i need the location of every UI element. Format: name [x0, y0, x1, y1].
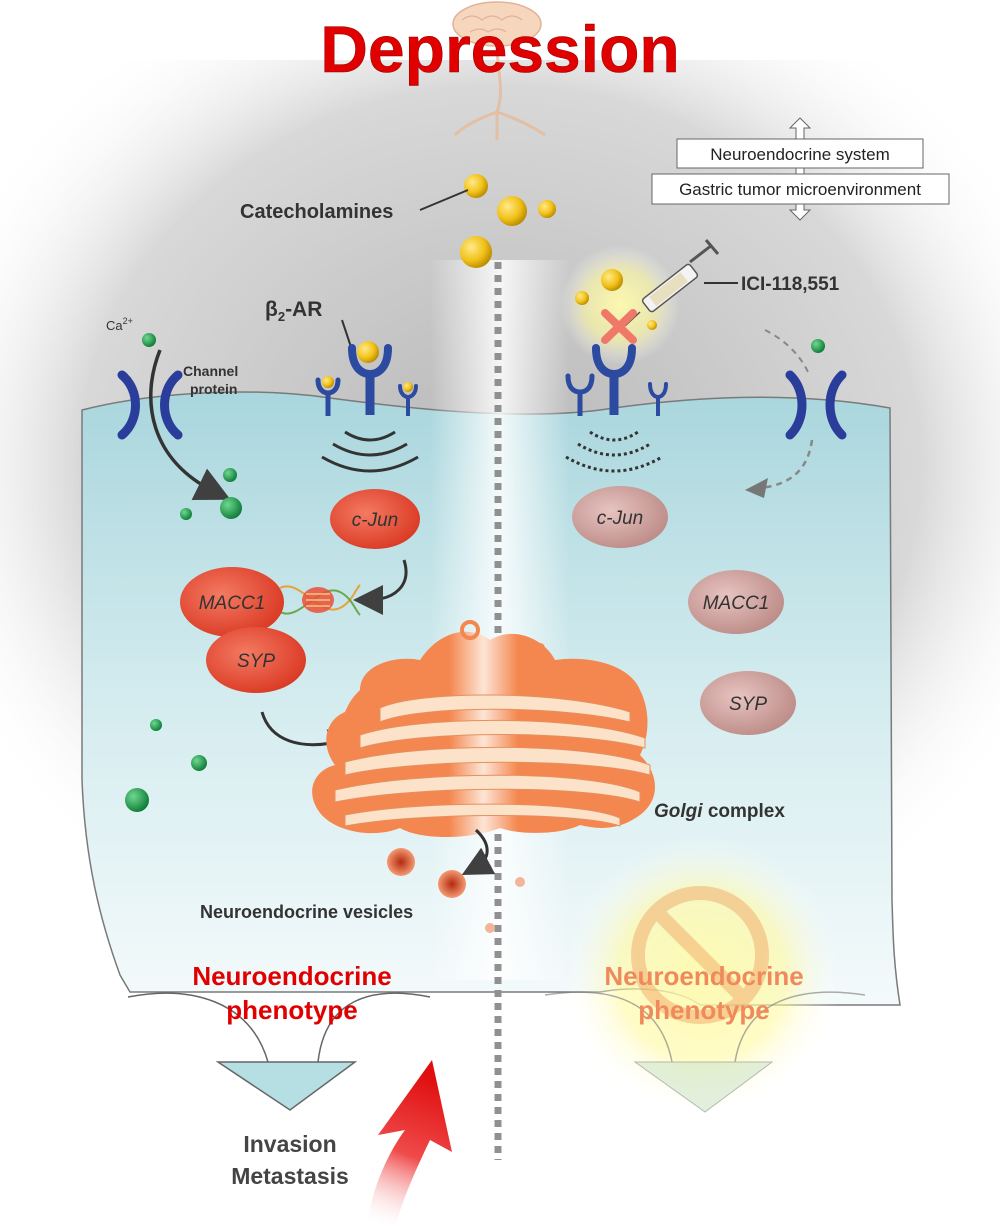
golgi-to-vesicle-arrow [461, 828, 496, 876]
beta2-receptor-active [315, 341, 418, 416]
syp-inactive [700, 671, 796, 735]
x-mark-icon [601, 309, 637, 344]
cjun-to-dna-arrow [353, 559, 408, 615]
phenotype-left-line2: phenotype [226, 995, 357, 1025]
signal-waves-active [321, 430, 419, 473]
vesicles-label: Neuroendocrine vesicles [200, 902, 413, 922]
golgi-label: Golgi complex [654, 801, 785, 822]
phenotype-glow [562, 835, 842, 1115]
gastric-tumor-label: Gastric tumor microenvironment [679, 180, 921, 199]
calcium-blocked-arrow-top [764, 329, 809, 373]
beta2-receptor-inactive [565, 344, 668, 416]
beta2ar-label: β2-AR [265, 298, 322, 324]
title: Depression [320, 12, 679, 86]
calcium-blocked-arrow-bottom [759, 439, 814, 490]
ca-label: Ca2+ [106, 316, 133, 333]
neuroendocrine-system-label: Neuroendocrine system [710, 145, 890, 164]
intracellular-calcium [125, 468, 242, 812]
ca-ion [142, 333, 156, 347]
channel-protein-label-2: protein [190, 381, 237, 397]
macc1-active-label: MACC1 [199, 593, 266, 614]
calcium-influx-arrow [149, 349, 231, 500]
channel-protein-right [785, 370, 847, 440]
catecholamines-label: Catecholamines [240, 201, 393, 223]
double-arrow-icon [788, 117, 812, 221]
catecholamines-pointer [419, 189, 469, 211]
macc1-inactive-label: MACC1 [703, 593, 770, 614]
prohibition-icon [631, 886, 769, 1024]
up-arrow-icon [368, 1060, 452, 1225]
channel-protein-label: Channel [183, 363, 238, 379]
macc1-active [180, 567, 284, 637]
syringe-icon [624, 239, 720, 327]
funnel-icon-right [544, 991, 866, 1113]
golgi-complex [312, 620, 655, 837]
gastric-tumor-box [651, 173, 950, 205]
cjun-inactive-label: c-Jun [597, 508, 643, 529]
syp-active [206, 627, 306, 693]
calcium-blocked-arrowhead [745, 478, 768, 498]
ca-ion-right [811, 339, 825, 353]
phenotype-right-line1: Neuroendocrine [604, 961, 803, 991]
funnel-icon-left [127, 992, 431, 1111]
invasion-label: Invasion [243, 1131, 336, 1157]
neuroendocrine-vesicles [387, 848, 525, 933]
cjun-active [330, 489, 420, 549]
syp-active-label: SYP [237, 651, 275, 672]
syp-inactive-label: SYP [729, 694, 767, 715]
channel-protein-left [117, 370, 183, 440]
neuroendocrine-system-box [676, 138, 924, 169]
catecholamines-blocked [575, 269, 657, 330]
macc1-inactive [688, 570, 784, 634]
dna-icon [279, 584, 361, 616]
signal-waves-inactive [565, 430, 663, 473]
metastasis-label: Metastasis [231, 1163, 349, 1189]
brain-icon [452, 1, 546, 140]
ici-label: ICI-118,551 [741, 274, 840, 295]
ici-glow [560, 245, 680, 365]
phenotype-right-line2: phenotype [638, 995, 769, 1025]
phenotype-left-line1: Neuroendocrine [192, 961, 391, 991]
catecholamines [460, 174, 556, 268]
cjun-active-label: c-Jun [352, 510, 398, 531]
cjun-inactive [572, 486, 668, 548]
